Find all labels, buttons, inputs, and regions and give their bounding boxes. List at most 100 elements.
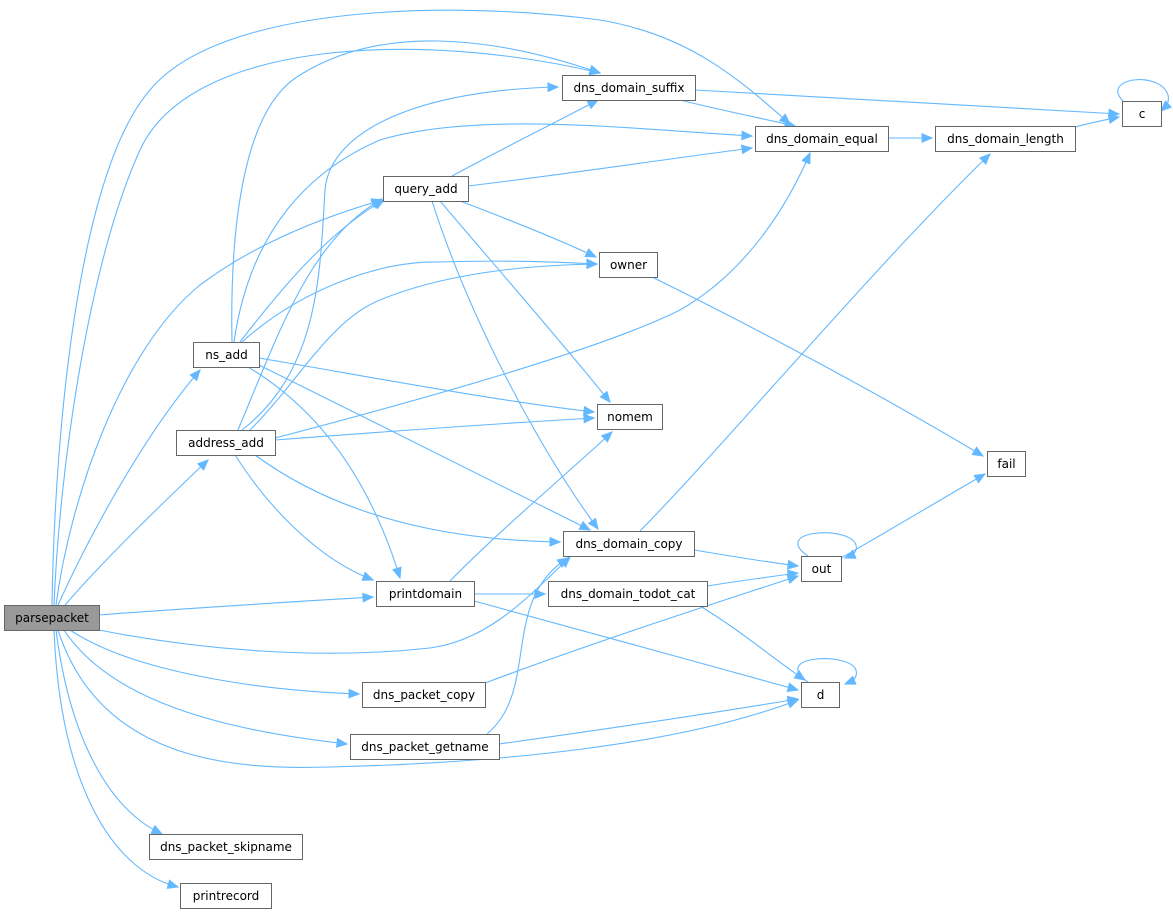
edge-parsepacket-to-printrecord xyxy=(53,629,180,889)
node-box[interactable] xyxy=(562,75,696,101)
node-box[interactable] xyxy=(383,176,469,202)
node-box[interactable] xyxy=(176,430,276,456)
node-dns_domain_todot_cat[interactable]: dns_domain_todot_cat xyxy=(548,581,708,607)
arrow-head xyxy=(786,574,800,584)
node-box[interactable] xyxy=(755,126,889,152)
edge-dns_domain_suffix-to-c xyxy=(694,89,1121,119)
edge-line xyxy=(53,629,179,888)
edge-line xyxy=(57,369,201,606)
node-dns_domain_length[interactable]: dns_domain_length xyxy=(935,126,1076,152)
arrow-head xyxy=(973,473,987,484)
node-box[interactable] xyxy=(4,605,100,631)
node-box[interactable] xyxy=(149,834,303,860)
arrow-head xyxy=(786,559,800,570)
node-dns_packet_copy[interactable]: dns_packet_copy xyxy=(362,682,486,708)
node-box[interactable] xyxy=(548,581,708,607)
edge-line xyxy=(55,199,383,606)
node-box[interactable] xyxy=(597,404,663,430)
node-box[interactable] xyxy=(350,734,500,760)
node-parsepacket[interactable]: parsepacket xyxy=(4,605,100,631)
edge-line xyxy=(241,260,598,343)
node-query_add[interactable]: query_add xyxy=(383,176,469,202)
arrow-head xyxy=(843,549,857,559)
edge-dns_packet_getname-to-d xyxy=(498,695,800,745)
node-label: owner xyxy=(610,258,647,272)
node-box[interactable] xyxy=(563,531,695,557)
edge-line xyxy=(467,147,753,187)
node-dns_packet_skipname[interactable]: dns_packet_skipname xyxy=(149,834,303,860)
edge-c-to-c xyxy=(1117,79,1173,112)
edge-line xyxy=(247,366,401,579)
node-label: dns_domain_copy xyxy=(575,537,682,551)
edge-dns_domain_suffix-to-dns_domain_equal xyxy=(679,99,797,129)
node-label: ns_add xyxy=(205,348,247,362)
edge-query_add-to-dns_domain_equal xyxy=(467,144,754,187)
edge-printdomain-to-d xyxy=(473,600,800,692)
edge-query_add-to-nomem xyxy=(439,200,611,404)
node-box[interactable] xyxy=(362,682,486,708)
node-label: dns_packet_getname xyxy=(361,740,488,754)
node-box[interactable] xyxy=(599,252,658,278)
arrow-head xyxy=(150,824,164,835)
node-box[interactable] xyxy=(987,451,1026,477)
node-label: dns_domain_todot_cat xyxy=(561,587,696,601)
edge-owner-to-fail xyxy=(651,276,985,457)
arrow-head xyxy=(586,259,599,270)
edge-line xyxy=(233,123,753,343)
node-dns_packet_getname[interactable]: dns_packet_getname xyxy=(350,734,500,760)
node-label: dns_domain_length xyxy=(947,132,1064,146)
node-label: printdomain xyxy=(389,587,462,601)
node-nomem[interactable]: nomem xyxy=(597,404,663,430)
node-label: out xyxy=(812,562,832,576)
node-dns_domain_equal[interactable]: dns_domain_equal xyxy=(755,126,889,152)
edge-line xyxy=(258,364,591,531)
edge-line xyxy=(63,629,348,745)
edge-dns_domain_equal-to-dns_domain_length xyxy=(888,133,934,143)
node-dns_domain_copy[interactable]: dns_domain_copy xyxy=(563,531,695,557)
node-c[interactable]: c xyxy=(1122,101,1162,127)
node-address_add[interactable]: address_add xyxy=(176,430,276,456)
arrow-head xyxy=(361,571,375,581)
node-box[interactable] xyxy=(801,556,842,582)
node-fail[interactable]: fail xyxy=(987,451,1026,477)
arrow-head xyxy=(196,459,209,471)
edge-dns_packet_getname-to-dns_domain_copy xyxy=(486,557,570,735)
node-label: query_add xyxy=(394,182,457,196)
node-label: address_add xyxy=(188,436,264,450)
arrow-head xyxy=(547,82,560,93)
edge-ns_add-to-dns_domain_suffix xyxy=(231,40,602,343)
arrow-head xyxy=(556,557,570,568)
node-box[interactable] xyxy=(193,342,260,368)
node-owner[interactable]: owner xyxy=(599,252,658,278)
arrow-head xyxy=(362,592,375,603)
node-box[interactable] xyxy=(1122,101,1162,127)
node-box[interactable] xyxy=(376,581,475,607)
edge-line xyxy=(231,40,601,343)
node-printrecord[interactable]: printrecord xyxy=(180,883,272,909)
arrow-head xyxy=(921,133,934,143)
edge-parsepacket-to-dns_packet_getname xyxy=(63,629,349,748)
arrow-head xyxy=(578,520,592,531)
node-printdomain[interactable]: printdomain xyxy=(376,581,475,607)
edge-dns_domain_copy-to-dns_domain_length xyxy=(639,153,991,532)
edge-line xyxy=(239,199,385,343)
edge-out-to-fail xyxy=(840,473,987,559)
edge-ns_add-to-printdomain xyxy=(247,366,402,580)
arrow-head xyxy=(740,144,754,155)
edge-ns_add-to-query_add xyxy=(239,199,386,343)
node-box[interactable] xyxy=(180,883,272,909)
edge-line xyxy=(258,357,595,413)
node-d[interactable]: d xyxy=(801,682,840,708)
node-ns_add[interactable]: ns_add xyxy=(193,342,260,368)
node-out[interactable]: out xyxy=(801,556,842,582)
node-box[interactable] xyxy=(935,126,1076,152)
node-label: printrecord xyxy=(193,889,260,903)
arrow-head xyxy=(600,431,613,443)
node-box[interactable] xyxy=(801,682,840,708)
edge-line xyxy=(797,658,857,685)
edge-query_add-to-dns_domain_suffix xyxy=(451,99,600,177)
edge-line xyxy=(449,431,613,582)
node-dns_domain_suffix[interactable]: dns_domain_suffix xyxy=(562,75,696,101)
edge-line xyxy=(234,454,374,581)
